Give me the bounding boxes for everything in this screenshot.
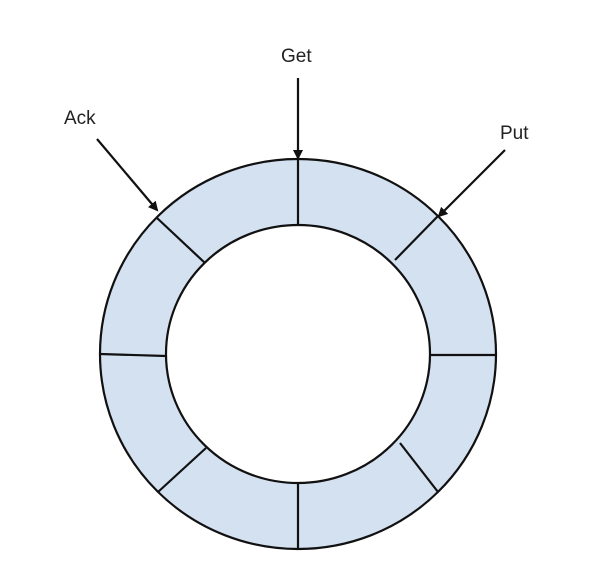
divider-left <box>99 352 167 358</box>
divider-top-right <box>394 215 439 261</box>
slot-dividers <box>99 159 496 549</box>
put-label: Put <box>500 123 529 144</box>
ack-label: Ack <box>64 108 96 129</box>
divider-bottom-left <box>157 447 207 493</box>
put-arrow-icon <box>437 149 506 218</box>
divider-top-left <box>156 217 206 264</box>
ack-arrow-icon <box>96 138 159 212</box>
divider-bottom-right <box>399 442 439 493</box>
ring-inner-edge <box>164 223 432 485</box>
pointer-arrows <box>96 78 506 218</box>
get-label: Get <box>281 46 312 67</box>
